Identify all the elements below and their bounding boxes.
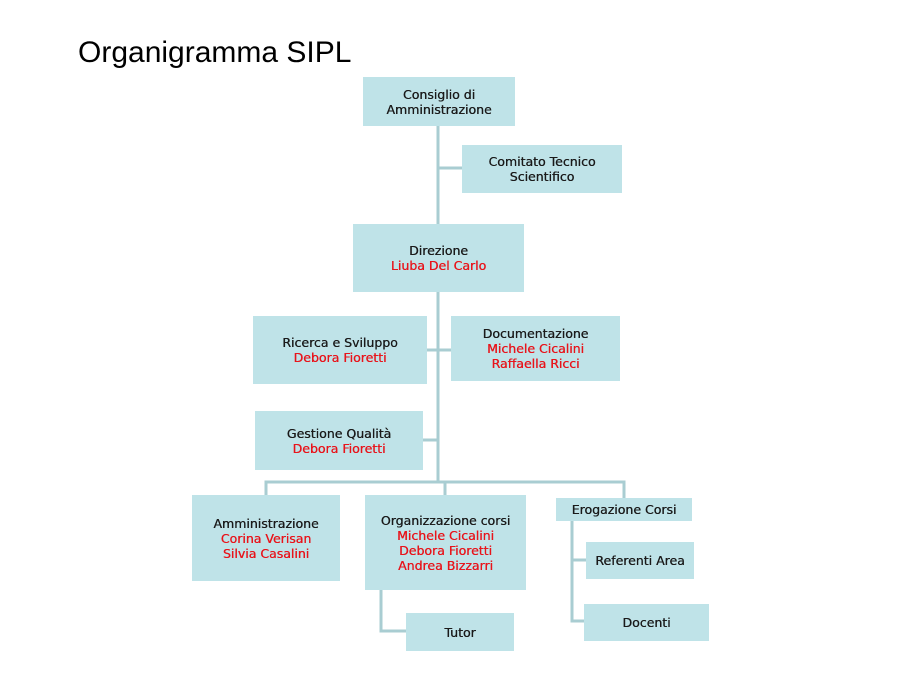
box-ricerca-person: Debora Fioretti [293,350,387,365]
box-tutor: Tutor [406,613,514,651]
box-documentazione-person-1: Michele Cicalini [487,341,584,356]
box-qualita-person: Debora Fioretti [292,440,386,456]
box-referenti-label: Referenti Area [595,553,685,568]
box-erogazione: Erogazione Corsi [556,498,692,521]
box-amministrazione-person-2: Silvia Casalini [222,545,310,561]
box-organizzazione-person-2: Debora Fioretti [399,542,492,558]
box-organizzazione-person-1: Michele Cicalini [397,527,494,543]
box-qualita: Gestione Qualità Debora Fioretti [255,411,423,470]
box-documentazione-label: Documentazione [482,326,589,341]
box-tutor-label: Tutor [444,624,476,640]
box-documentazione: Documentazione Michele Cicalini Raffaell… [451,316,620,381]
box-ricerca-label: Ricerca e Sviluppo [282,335,398,350]
connector-docenti [570,519,586,623]
box-comitato-label: Comitato Tecnico Scientifico [488,154,596,184]
box-docenti-label: Docenti [622,615,671,630]
box-consiglio: Consiglio di Amministrazione [363,77,515,126]
box-direzione-person: Liuba Del Carlo [390,258,487,273]
box-consiglio-label: Consiglio di Amministrazione [386,86,492,117]
box-docenti: Docenti [584,604,709,641]
box-amministrazione-person-1: Corina Verisan [220,530,312,546]
box-amministrazione-label: Amministrazione [213,515,319,531]
box-referenti: Referenti Area [586,542,694,579]
connector-tutor [379,588,408,633]
box-documentazione-person-2: Raffaella Ricci [491,356,580,371]
box-erogazione-label: Erogazione Corsi [571,502,677,517]
box-direzione: Direzione Liuba Del Carlo [353,224,524,292]
box-amministrazione: Amministrazione Corina Verisan Silvia Ca… [192,495,340,581]
box-ricerca: Ricerca e Sviluppo Debora Fioretti [253,316,427,384]
box-direzione-label: Direzione [409,243,468,258]
box-organizzazione-label: Organizzazione corsi [380,512,511,528]
box-comitato: Comitato Tecnico Scientifico [462,145,622,193]
box-organizzazione: Organizzazione corsi Michele Cicalini De… [365,495,526,590]
box-qualita-label: Gestione Qualità [286,425,392,441]
page-title: Organigramma SIPL [78,36,352,69]
box-organizzazione-person-3: Andrea Bizzarri [398,557,493,573]
